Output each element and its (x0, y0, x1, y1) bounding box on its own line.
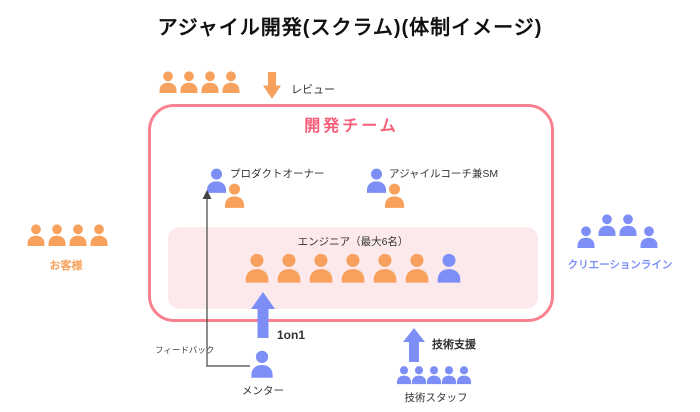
person-icon (221, 182, 248, 209)
person-icon (241, 252, 273, 284)
person-icon (198, 70, 222, 94)
dev-team-title: 開発チーム (304, 118, 399, 135)
review-down-arrow-icon (263, 72, 281, 99)
person-icon (247, 349, 277, 379)
person-icon (574, 225, 598, 249)
person-icon (24, 223, 48, 247)
tech-support-label: 技術支援 (432, 339, 476, 351)
person-icon (424, 365, 444, 385)
person-icon (305, 252, 337, 284)
person-icon (203, 167, 230, 194)
engineers-panel: エンジニア（最大6名） (168, 227, 538, 309)
feedback-arrow-icon (202, 190, 250, 367)
one-on-one-up-arrow-icon (251, 292, 275, 338)
creation-line-label: クリエーションライン (567, 259, 673, 271)
person-icon (439, 365, 459, 385)
person-icon (433, 252, 465, 284)
person-icon (454, 365, 474, 385)
person-icon (394, 365, 414, 385)
person-icon (401, 252, 433, 284)
customers-label: お客様 (49, 260, 83, 272)
mentor-label: メンター (242, 385, 284, 397)
person-icon (66, 223, 90, 247)
tech-staff-group (394, 365, 474, 385)
mentor-group (247, 349, 277, 379)
person-icon (337, 252, 369, 284)
tech-staff-label: 技術スタッフ (404, 392, 468, 404)
engineers-label: エンジニア（最大6名） (297, 236, 409, 248)
one-on-one-label: 1on1 (277, 328, 306, 342)
person-icon (616, 213, 640, 237)
person-icon (156, 70, 180, 94)
person-icon (363, 167, 390, 194)
person-icon (369, 252, 401, 284)
person-icon (381, 182, 408, 209)
person-icon (177, 70, 201, 94)
person-icon (87, 223, 111, 247)
person-icon (45, 223, 69, 247)
product-owner-label: プロダクトオーナー (230, 168, 325, 180)
agile-coach-label: アジャイルコーチ兼SM (389, 168, 499, 180)
agile-coach-group (363, 167, 408, 209)
engineers-group (241, 252, 465, 284)
feedback-label: フィードバック (155, 345, 215, 355)
person-icon (409, 365, 429, 385)
person-icon (219, 70, 243, 94)
diagram-title: アジャイル開発(スクラム)(体制イメージ) (157, 17, 543, 39)
review-group (156, 70, 243, 94)
creation-line-group (574, 213, 661, 249)
customers-group (24, 223, 111, 247)
person-icon (595, 213, 619, 237)
review-label: レビュー (291, 84, 335, 96)
person-icon (637, 225, 661, 249)
tech-support-up-arrow-icon (403, 328, 425, 362)
product-owner-group (203, 167, 248, 209)
person-icon (273, 252, 305, 284)
